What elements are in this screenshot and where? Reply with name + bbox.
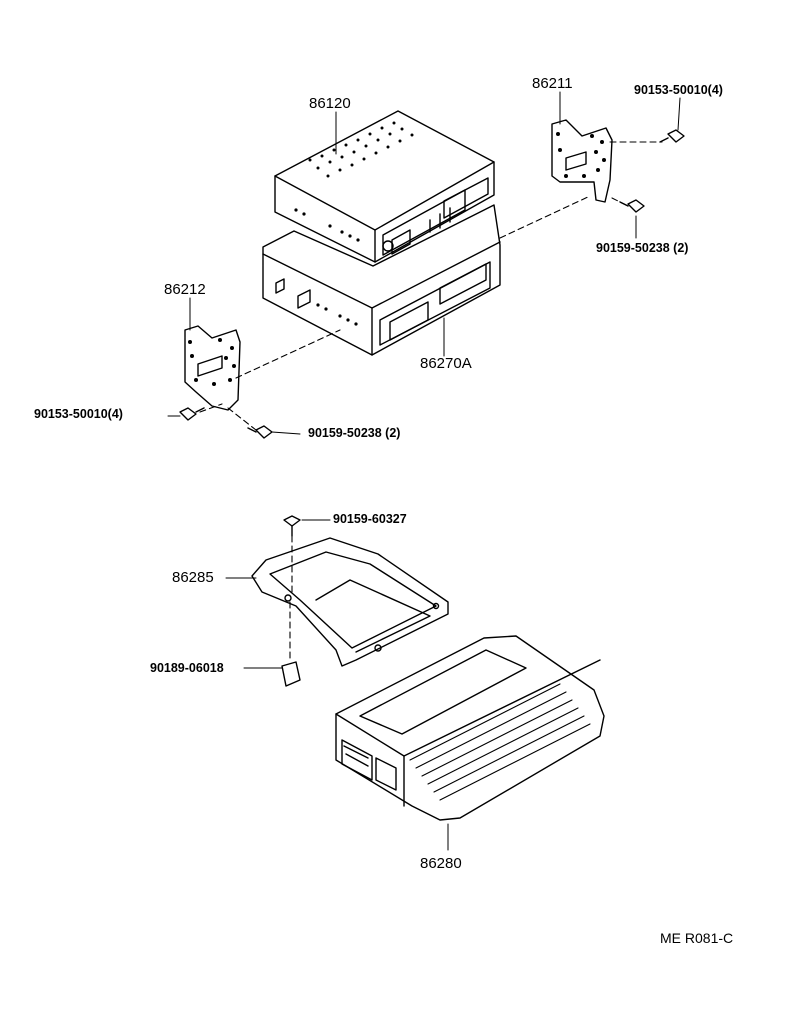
bracket-right bbox=[551, 119, 685, 213]
label-bracket-left: 86212 bbox=[164, 281, 206, 298]
label-tape-player: 86270A bbox=[420, 355, 472, 372]
label-screw-left-lower: 90159-50238 (2) bbox=[308, 426, 401, 440]
label-bracket-right: 86211 bbox=[532, 75, 573, 92]
label-screw-left-upper: 90153-50010(4) bbox=[34, 407, 123, 421]
amp-bracket bbox=[251, 515, 449, 687]
label-clip-nut: 90189-06018 bbox=[150, 661, 224, 675]
radio-receiver bbox=[274, 110, 495, 263]
bracket-left bbox=[179, 325, 273, 439]
alignment-lines bbox=[199, 141, 663, 663]
label-amplifier: 86280 bbox=[420, 855, 462, 872]
tape-player bbox=[262, 204, 501, 356]
label-screw-right-upper: 90153-50010(4) bbox=[634, 83, 723, 97]
label-bracket-screw: 90159-60327 bbox=[333, 512, 407, 526]
amplifier bbox=[335, 635, 605, 821]
label-radio-receiver: 86120 bbox=[309, 95, 351, 112]
diagram-reference-code: ME R081-C bbox=[660, 930, 734, 946]
label-amp-bracket: 86285 bbox=[172, 569, 214, 586]
leader-lines bbox=[167, 91, 681, 851]
label-screw-right-lower: 90159-50238 (2) bbox=[596, 241, 689, 255]
